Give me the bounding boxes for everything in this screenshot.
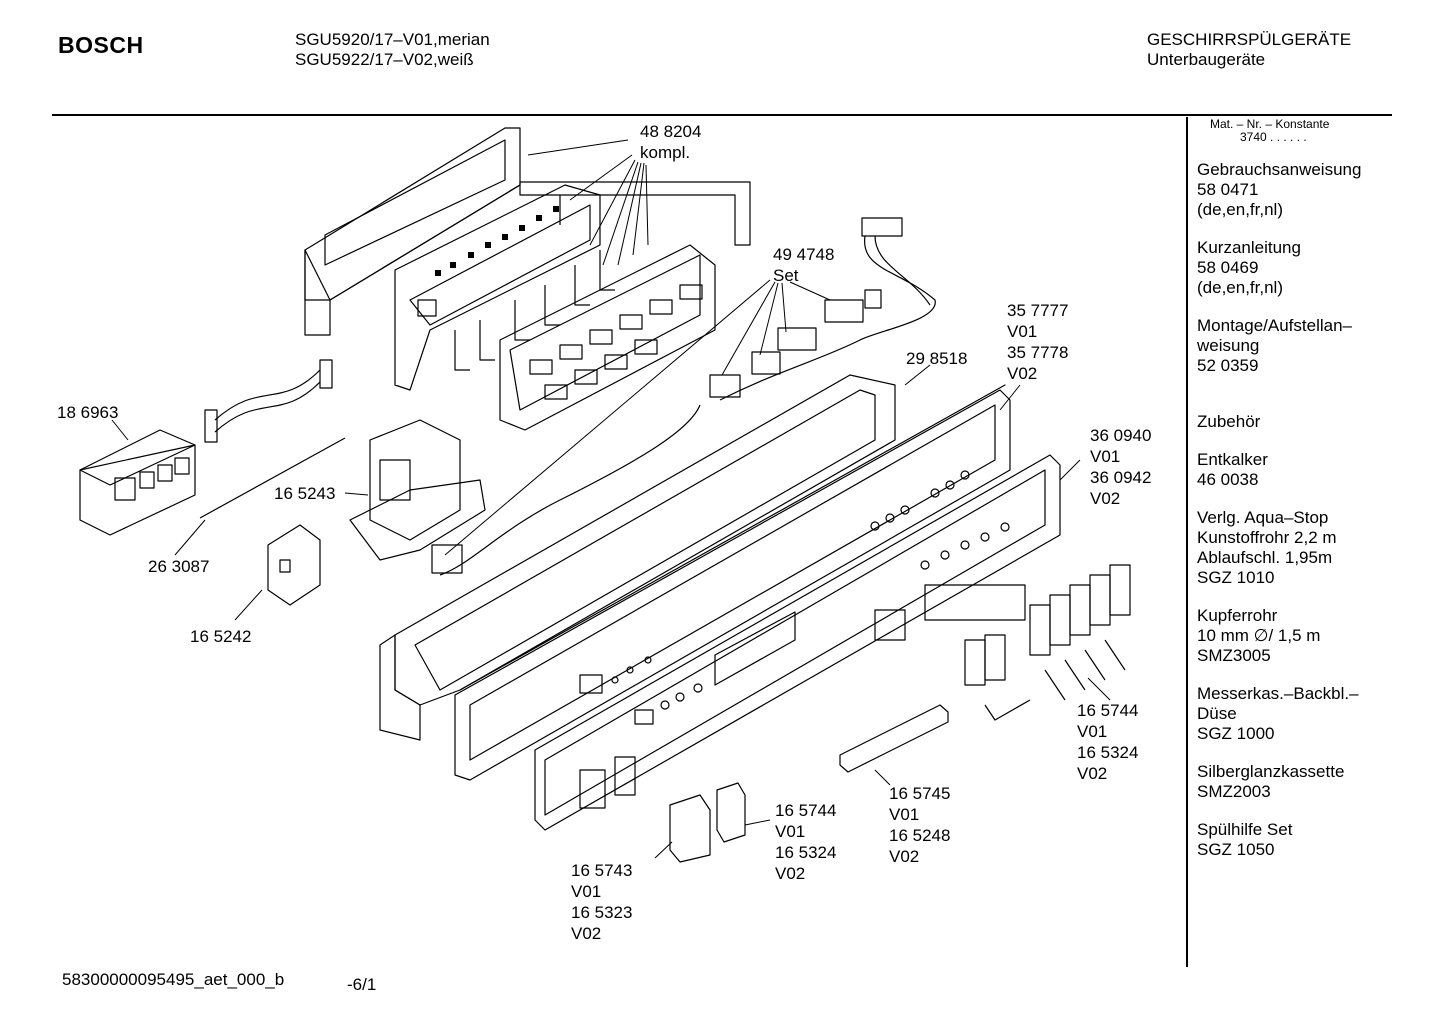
- part-label-29-8518: 29 8518: [906, 349, 968, 368]
- category-line-2: Unterbaugeräte: [1147, 50, 1266, 69]
- mat-nr-header: Mat. – Nr. – Konstante 3740 . . . . . .: [1210, 118, 1387, 144]
- page-number: -6/1: [347, 975, 377, 994]
- part-label-16-5242: 16 5242: [190, 627, 252, 646]
- panel-cover-part: [304, 127, 751, 336]
- model-line-1: SGU5920/17–V01,merian: [295, 30, 490, 49]
- header-divider: [52, 114, 1392, 116]
- ribbon-cable-part: [204, 359, 333, 443]
- mat-nr-label: Mat. – Nr. – Konstante: [1210, 117, 1330, 131]
- sidebar-divider: [1186, 117, 1188, 967]
- button-keys-part: [964, 564, 1131, 721]
- wiring-harness-part: [431, 217, 936, 576]
- appliance-category: GESCHIRRSPÜLGERÄTE Unterbaugeräte: [1147, 30, 1351, 70]
- display-module-part: [79, 429, 196, 536]
- part-label-16-5243: 16 5243: [274, 484, 336, 503]
- inner-panel-part: [379, 374, 896, 741]
- bottom-buttons-part: [669, 782, 746, 863]
- brand-logo: BOSCH: [58, 32, 144, 58]
- document-id: 58300000095495_aet_000_b: [62, 970, 285, 989]
- model-numbers: SGU5920/17–V01,merian SGU5922/17–V02,wei…: [295, 30, 490, 70]
- leader-lines: [111, 139, 1111, 859]
- door-lock-part: [349, 419, 486, 561]
- sidebar-item-zubehoer: Zubehör: [1197, 412, 1261, 431]
- part-label-18-6963: 18 6963: [57, 403, 119, 422]
- mat-nr-value: 3740 . . . . . .: [1240, 130, 1307, 144]
- part-label-26-3087: 26 3087: [148, 557, 210, 576]
- accessories-sidebar: Mat. – Nr. – Konstante 3740 . . . . . . …: [1197, 118, 1387, 860]
- category-line-1: GESCHIRRSPÜLGERÄTE: [1147, 30, 1352, 49]
- front-fascia-part: [534, 454, 1061, 831]
- electronic-board-part: [394, 184, 601, 391]
- trim-strip-part: [839, 704, 949, 773]
- relay-module-part: [454, 244, 716, 431]
- switch-part: [267, 524, 321, 606]
- model-line-2: SGU5922/17–V02,weiß: [295, 50, 474, 69]
- control-panel-part: [454, 384, 1011, 781]
- wire-part: [199, 437, 346, 519]
